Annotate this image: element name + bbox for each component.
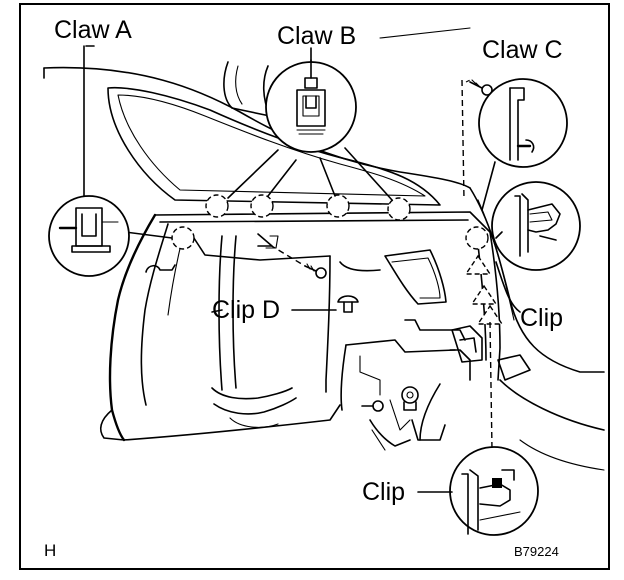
screw-middle [304,263,327,279]
claw-b-detail-icon [296,59,326,135]
label-claw-b: Claw B [277,22,356,50]
vehicle-body-outline [43,27,605,471]
label-claw-a: Claw A [54,16,132,44]
figure-code: B79224 [514,544,559,559]
clip-bottom-callout [449,446,539,536]
claw-b-locations [171,194,489,250]
claw-a-callout [48,195,173,277]
clip-bottom-detail-icon [461,469,521,535]
screw-lower [361,400,384,412]
claw-c-detail-icon [509,87,535,161]
label-claw-c: Claw C [482,36,563,64]
clip-right-callout [491,181,581,271]
claw-c-callout [478,78,568,211]
quarter-trim-panel [99,211,531,451]
claw-a-detail-icon [58,207,119,253]
clip-locations-triangles [464,254,504,325]
diagram-frame [19,3,610,570]
screw-upper-right [469,79,493,96]
clip-d-part [337,295,359,313]
label-clip-bottom: Clip [362,478,405,506]
clip-right-detail-icon [514,193,561,257]
label-clip-right: Clip [520,304,563,332]
claw-b-callout [227,59,393,201]
grommet-part [401,386,419,411]
view-marker: H [44,541,56,560]
label-clip-d: Clip D [212,296,280,324]
